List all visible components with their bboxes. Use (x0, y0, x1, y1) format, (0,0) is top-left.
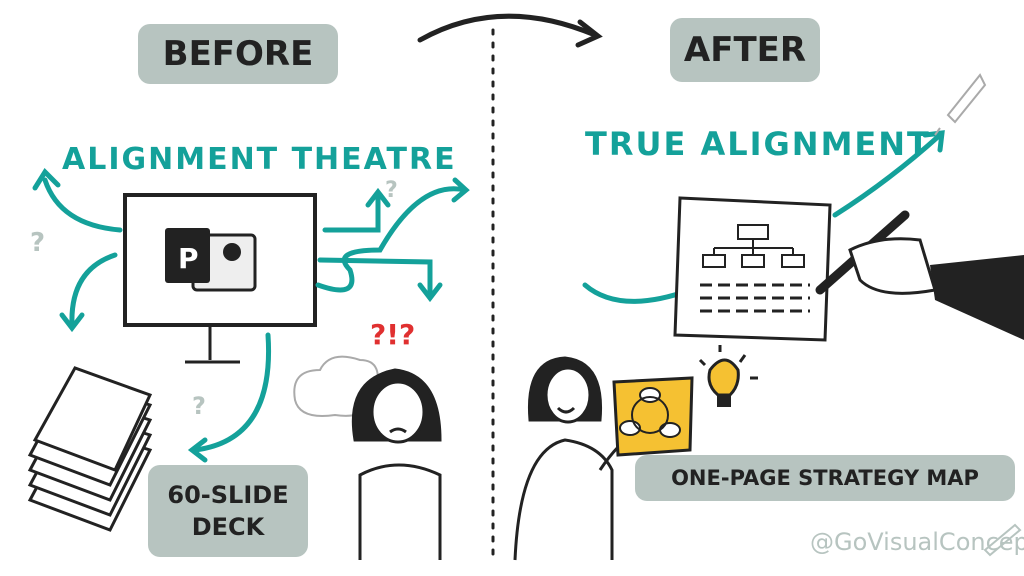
question-mark: ? (30, 228, 46, 258)
transition-arrow-icon (417, 13, 598, 43)
pen-hand-icon (815, 210, 1024, 340)
cycle-diagram-icon (612, 376, 694, 457)
paper-stack-icon (27, 366, 153, 532)
deck-label: 60-SLIDE DECK (148, 465, 308, 557)
rocket-icon (934, 73, 987, 136)
after-label: AFTER (670, 18, 820, 82)
confused-person-icon (351, 368, 442, 560)
lightbulb-icon (698, 345, 758, 407)
before-label: BEFORE (138, 24, 338, 84)
chaotic-arrows (32, 130, 945, 463)
confusion-marks: ?!? (370, 318, 416, 351)
powerpoint-icon: P (165, 228, 257, 292)
question-mark: ? (385, 178, 398, 203)
alignment-theatre-title: ALIGNMENT THEATRE (62, 142, 457, 177)
question-mark: ? (192, 392, 206, 420)
svg-text:P: P (178, 242, 199, 275)
credit-signature: @GoVisualConcept (810, 528, 1024, 556)
strategy-map-label: ONE-PAGE STRATEGY MAP (635, 455, 1015, 501)
org-chart-document-icon (673, 196, 832, 342)
true-alignment-title: TRUE ALIGNMENT (585, 125, 931, 163)
pencil-icon (983, 523, 1022, 557)
